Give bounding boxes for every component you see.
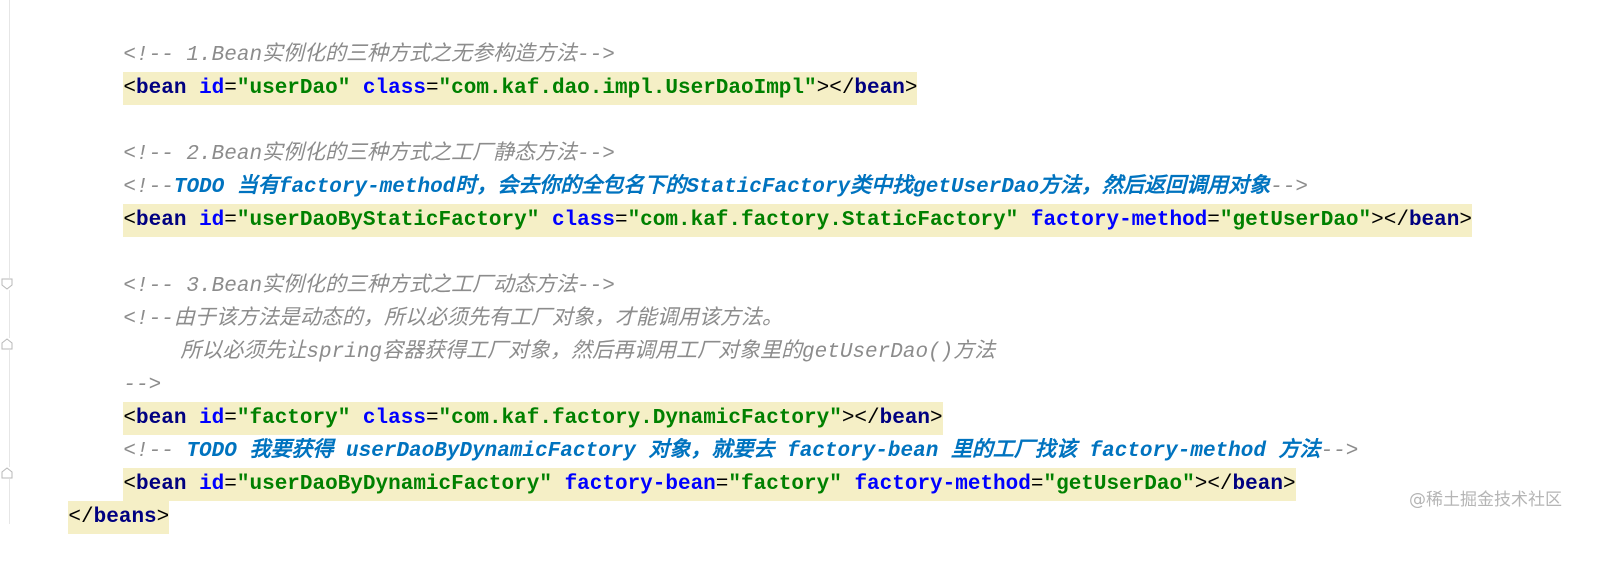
code-editor[interactable]: <!-- 1.Bean实例化的三种方式之无参构造方法--> <bean id="… — [18, 6, 1610, 534]
bean-userDao: <bean id="userDao" class="com.kaf.dao.im… — [123, 72, 918, 105]
fold-marker-icon[interactable] — [1, 338, 13, 350]
code-line-15: </beans> — [18, 468, 1610, 534]
comment: 所以必须先让spring容器获得工厂对象，然后再调用工厂对象里的getUserD… — [180, 341, 996, 364]
beans-close-tag: </beans> — [68, 501, 170, 534]
code-line-4: <!-- 2.Bean实例化的三种方式之工厂静态方法--> — [18, 105, 1610, 166]
code-line-blank — [18, 72, 1610, 105]
code-line-2: <bean id="userDao" class="com.kaf.dao.im… — [18, 39, 1610, 105]
code-line-11: --> — [18, 336, 1610, 397]
fold-marker-icon[interactable] — [1, 467, 13, 479]
todo-comment: TODO 当有factory-method时，会去你的全包名下的StaticFa… — [173, 176, 1271, 199]
bean-userDaoByDynamicFactory: <bean id="userDaoByDynamicFactory" facto… — [123, 468, 1296, 501]
code-line-13: <!-- TODO 我要获得 userDaoByDynamicFactory 对… — [123, 440, 1359, 463]
code-line-blank — [18, 204, 1610, 237]
code-line-6: <bean id="userDaoByStaticFactory" class=… — [18, 171, 1610, 237]
bean-userDaoByStaticFactory: <bean id="userDaoByStaticFactory" class=… — [123, 204, 1472, 237]
comment: <!-- 3.Bean实例化的三种方式之工厂动态方法--> — [123, 275, 615, 298]
code-line-12: <bean id="factory" class="com.kaf.factor… — [18, 369, 1610, 435]
editor-gutter — [0, 0, 10, 524]
code-line-1: <!-- 1.Bean实例化的三种方式之无参构造方法--> — [18, 6, 1610, 67]
code-line-14: <bean id="userDaoByDynamicFactory" facto… — [18, 435, 1610, 501]
fold-marker-icon[interactable] — [1, 278, 13, 290]
code-line-9: <!--由于该方法是动态的，所以必须先有工厂对象，才能调用该方法。 — [18, 270, 1610, 331]
bean-factory: <bean id="factory" class="com.kaf.factor… — [123, 402, 943, 435]
comment: <!--由于该方法是动态的，所以必须先有工厂对象，才能调用该方法。 — [123, 308, 783, 331]
comment: <!-- 1.Bean实例化的三种方式之无参构造方法--> — [123, 44, 615, 67]
watermark: @稀土掘金技术社区 — [1409, 490, 1562, 510]
code-line-8: <!-- 3.Bean实例化的三种方式之工厂动态方法--> — [18, 237, 1610, 298]
todo-comment: TODO 我要获得 userDaoByDynamicFactory 对象，就要去… — [186, 440, 1321, 463]
comment: --> — [123, 374, 162, 397]
comment: <!-- 2.Bean实例化的三种方式之工厂静态方法--> — [123, 143, 615, 166]
code-line-10: 所以必须先让spring容器获得工厂对象，然后再调用工厂对象里的getUserD… — [18, 303, 1610, 364]
code-line-5: <!--TODO 当有factory-method时，会去你的全包名下的Stat… — [123, 176, 1308, 199]
